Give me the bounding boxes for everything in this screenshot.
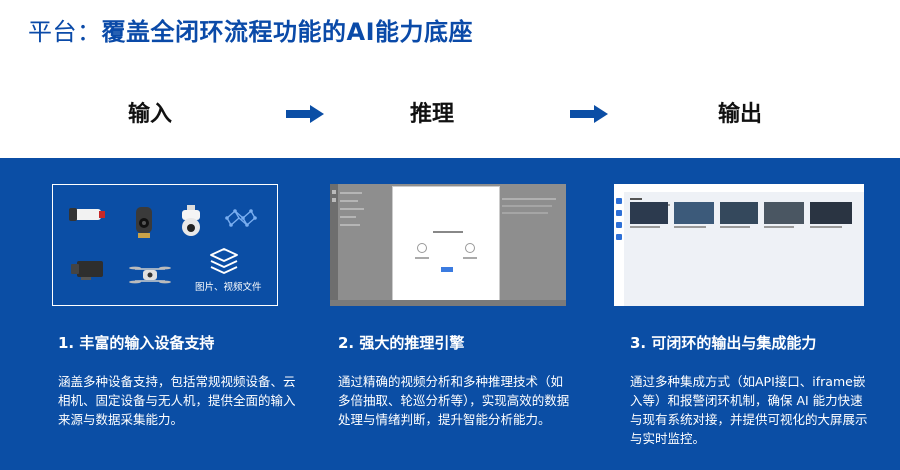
mock-footer bbox=[330, 300, 566, 306]
col3-heading: 3. 可闭环的输出与集成能力 bbox=[630, 334, 817, 352]
right-arrow-icon bbox=[570, 105, 608, 123]
col1-heading: 1. 丰富的输入设备支持 bbox=[58, 334, 215, 352]
mock-sidebar bbox=[614, 192, 624, 306]
col1-text: 涵盖多种设备支持，包括常规视频设备、云相机、固定设备与无人机，提供全面的输入来源… bbox=[58, 374, 296, 427]
drone-icon bbox=[129, 266, 171, 284]
col3-text: 通过多种集成方式（如API接口、iframe嵌入等）和报警闭环机制，确保 AI … bbox=[630, 374, 868, 446]
layers-icon bbox=[210, 248, 238, 274]
dome-camera-icon bbox=[136, 207, 152, 238]
mock-topbar bbox=[614, 184, 864, 192]
page-title: 平台：覆盖全闭环流程功能的AI能力底座 bbox=[28, 12, 473, 47]
title-prefix: 平台： bbox=[28, 18, 102, 46]
mock-nav-dot bbox=[332, 198, 336, 202]
col2-text: 通过精确的视频分析和多种推理技术（如多倍抽取、轮巡分析等），实现高效的数据处理与… bbox=[338, 374, 570, 427]
flow-step-output: 输出 bbox=[718, 102, 763, 127]
mock-nav-dot bbox=[332, 190, 336, 194]
inference-screenshot bbox=[330, 184, 566, 306]
ptz-camera-icon bbox=[182, 205, 200, 236]
mock-sidebar bbox=[330, 184, 338, 306]
right-arrow-icon bbox=[286, 105, 324, 123]
col2-heading: 2. 强大的推理引擎 bbox=[338, 334, 465, 352]
box-camera-icon bbox=[71, 261, 103, 280]
network-icon bbox=[225, 209, 257, 227]
input-devices-panel: 图片、视频文件 bbox=[52, 184, 278, 306]
flow-step-input: 输入 bbox=[128, 102, 173, 127]
mock-thumbnails bbox=[630, 202, 860, 232]
mock-table bbox=[502, 198, 560, 218]
bullet-camera-icon bbox=[69, 208, 105, 221]
mock-menu-list bbox=[340, 192, 380, 252]
mock-heading bbox=[630, 198, 642, 200]
output-screenshot bbox=[614, 184, 864, 306]
flow-step-inference: 推理 bbox=[410, 102, 455, 127]
title-text: 覆盖全闭环流程功能的AI能力底座 bbox=[101, 18, 474, 46]
mock-dialog bbox=[392, 186, 500, 304]
image-video-files-label: 图片、视频文件 bbox=[195, 282, 262, 293]
